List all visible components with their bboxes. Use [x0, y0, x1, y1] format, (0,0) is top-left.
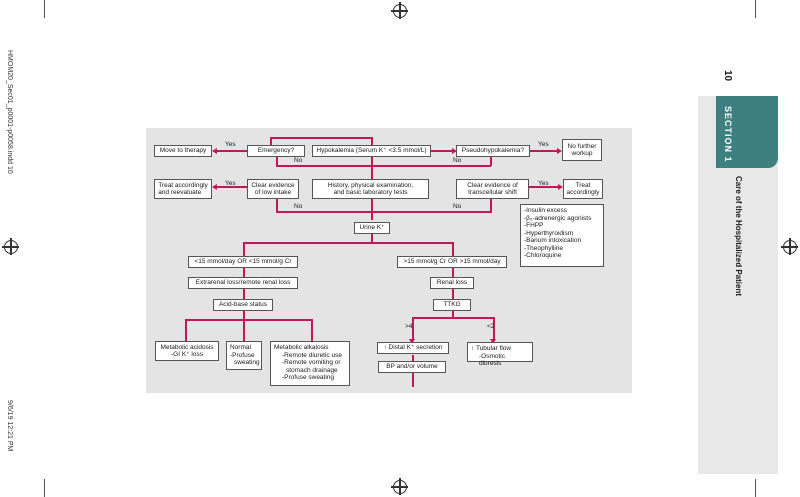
renal-loss-box: Renal loss: [430, 277, 474, 289]
connector: [529, 186, 559, 188]
urine-k-box: Urine K⁺: [354, 222, 390, 234]
registration-mark-icon: [391, 478, 408, 495]
connector: [243, 289, 245, 299]
move-to-therapy-box: Move to therapy: [154, 145, 212, 157]
ttkg-box: TTKG: [433, 299, 471, 311]
tubular-flow-box: ↑ Tubular flow-Osmotic diuresis: [467, 342, 533, 367]
connector: [493, 332, 495, 340]
yes-label: Yes: [538, 141, 549, 148]
connector: [371, 233, 373, 243]
arrow-icon: [490, 339, 496, 344]
section-label: SECTION 1: [723, 106, 733, 163]
connector: [243, 319, 245, 341]
bp-volume-box: BP and/or volume: [378, 361, 446, 373]
connector: [490, 198, 492, 212]
crop-mark: [44, 479, 45, 497]
emergency-box: Emergency?: [247, 145, 305, 157]
arrow-icon: [409, 339, 415, 344]
high-urine-k-box: >15 mmol/g Cr OR >15 mmol/day: [397, 256, 507, 268]
acid-base-box: Acid-base status: [213, 299, 273, 311]
metabolic-alkalosis-box: Metabolic alkalosis -Remote diuretic use…: [270, 341, 350, 386]
no-label: No: [294, 157, 303, 164]
crop-mark: [755, 479, 756, 497]
hypokalemia-box: Hypokalemia (Serum K⁺ <3.5 mmol/L): [312, 145, 431, 157]
connector: [493, 317, 495, 333]
gt4-label: >4: [405, 323, 413, 330]
crop-mark: [44, 0, 45, 18]
connector: [412, 317, 494, 319]
connector: [530, 150, 558, 152]
connector: [371, 156, 373, 180]
arrow-icon: [212, 148, 217, 154]
connector: [243, 310, 245, 320]
arrow-icon: [452, 148, 457, 154]
arrow-icon: [558, 184, 563, 190]
connector: [452, 267, 454, 277]
connector: [276, 165, 372, 167]
pseudohypokalemia-box: Pseudohypokalemia?: [456, 145, 530, 157]
connector: [243, 242, 245, 256]
page-number: 10: [722, 70, 733, 82]
registration-mark-icon: [391, 2, 408, 19]
lt2-label: <2: [487, 323, 495, 330]
connector: [243, 242, 453, 244]
no-label: No: [453, 203, 462, 210]
connector: [215, 150, 247, 152]
crop-mark: [755, 0, 756, 18]
date-slug: 9/6/19 12:21 PM: [6, 400, 13, 452]
section-tab: [716, 96, 778, 168]
metabolic-acidosis-box: Metabolic acidosis-GI K⁺ loss: [155, 341, 219, 361]
connector: [371, 198, 373, 220]
shift-causes-box: -Insulin excess -β₂-adrenergic agonists …: [520, 204, 604, 267]
yes-label: Yes: [225, 141, 236, 148]
registration-mark-icon: [781, 238, 798, 255]
connector: [412, 373, 414, 387]
connector: [431, 150, 453, 152]
connector: [452, 289, 454, 299]
history-exam-box: History, physical examination,and basic …: [312, 179, 429, 199]
yes-label: Yes: [538, 180, 549, 187]
connector: [276, 198, 278, 212]
connector: [452, 242, 454, 256]
connector: [276, 211, 492, 213]
connector: [372, 165, 491, 167]
connector: [270, 137, 372, 139]
yes-label: Yes: [225, 180, 236, 187]
connector: [215, 186, 247, 188]
arrow-icon: [557, 148, 562, 154]
registration-mark-icon: [2, 238, 19, 255]
arrow-icon: [212, 184, 217, 190]
connector: [412, 332, 414, 340]
distal-k-secretion-box: ↑ Distal K⁺ secretion: [377, 342, 449, 354]
connector: [185, 319, 187, 341]
no-label: No: [294, 203, 303, 210]
connector: [412, 355, 414, 361]
connector: [185, 319, 312, 321]
connector: [243, 267, 245, 277]
connector: [270, 137, 272, 146]
connector: [276, 156, 278, 166]
extrarenal-loss-box: Extrarenal loss/remote renal loss: [188, 277, 298, 289]
low-urine-k-box: <15 mmol/day OR <15 mmol/g Cr: [188, 256, 298, 268]
no-label: No: [453, 157, 462, 164]
connector: [371, 137, 373, 146]
running-head: Care of the Hospitalized Patient: [734, 176, 743, 297]
file-slug: HMOM20_Sec01_p0001-p0058.indd 10: [6, 50, 13, 174]
connector: [452, 310, 454, 318]
connector: [311, 319, 313, 341]
connector: [412, 317, 414, 333]
connector: [490, 156, 492, 166]
